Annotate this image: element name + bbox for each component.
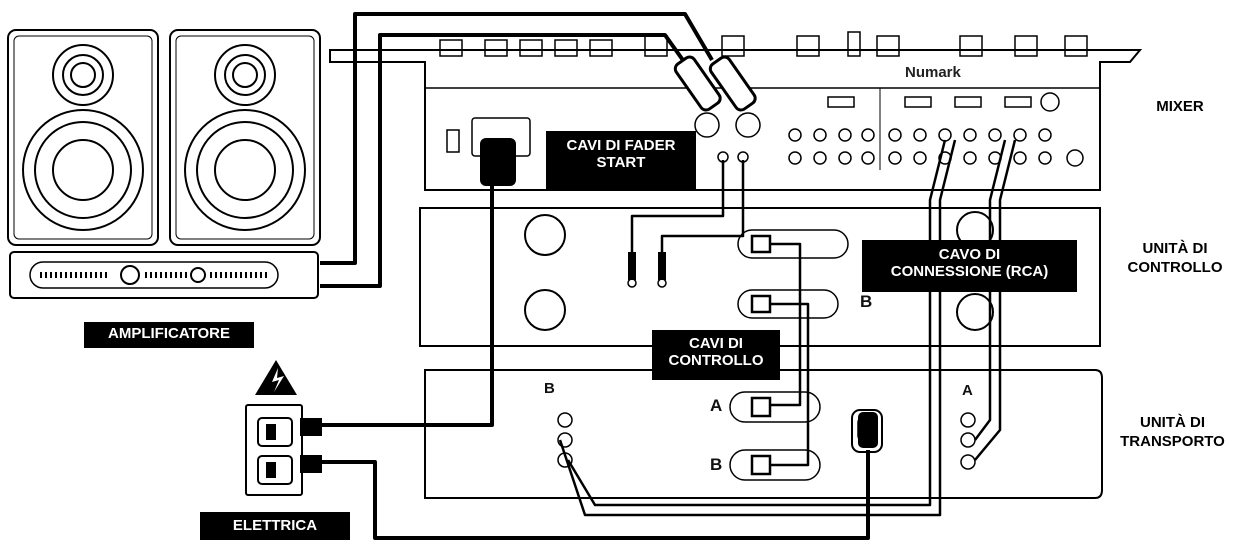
brand-logo: Numark — [905, 64, 961, 81]
jack-label-control-b: B — [860, 292, 873, 311]
label-rca-cable: CAVO DI CONNESSIONE (RCA) — [862, 240, 1077, 292]
label-transport-unit: UNITÀ DI TRANSPORTO — [1105, 414, 1240, 452]
label-rca-cable-line2: CONNESSIONE (RCA) — [890, 263, 1049, 281]
label-rca-cable-line1: CAVO DI — [938, 246, 1001, 263]
label-control-unit: UNITÀ DI CONTROLLO — [1110, 240, 1240, 278]
warning-icon — [255, 360, 297, 395]
label-electrical: ELETTRICA — [200, 512, 350, 540]
jack-label-transport-ctrl-b: B — [710, 455, 723, 474]
label-fader-start: CAVI DI FADER START — [546, 131, 696, 191]
label-transport-unit-line1: UNITÀ DI — [1140, 414, 1205, 431]
label-mixer: MIXER — [1135, 98, 1225, 117]
transport-unit — [424, 369, 1103, 499]
label-transport-unit-line2: TRANSPORTO — [1120, 432, 1225, 450]
label-control-cables-line2: CONTROLLO — [668, 352, 764, 370]
jack-label-transport-ctrl-a: A — [710, 396, 723, 415]
label-fader-start-line1: CAVI DI FADER — [566, 137, 676, 154]
label-amplifier-text: AMPLIFICATORE — [108, 325, 230, 342]
cable-plugs — [300, 55, 878, 473]
speaker-left — [7, 29, 159, 246]
jack-label-transport-b: B — [544, 380, 555, 397]
label-control-unit-line1: UNITÀ DI — [1142, 240, 1208, 257]
power-outlet — [245, 404, 303, 496]
speaker-right — [169, 29, 321, 246]
label-electrical-text: ELETTRICA — [232, 517, 318, 534]
label-control-unit-line2: CONTROLLO — [1127, 258, 1223, 276]
jack-label-transport-a: A — [962, 382, 973, 399]
mixer-unit — [329, 31, 1143, 191]
cables — [300, 12, 1017, 540]
label-mixer-text: MIXER — [1156, 98, 1204, 115]
amplifier-unit — [9, 251, 319, 299]
label-control-cables-line1: CAVI DI — [689, 335, 743, 352]
label-amplifier: AMPLIFICATORE — [84, 322, 254, 348]
label-fader-start-line2: START — [596, 154, 646, 172]
label-control-cables: CAVI DI CONTROLLO — [652, 330, 780, 380]
